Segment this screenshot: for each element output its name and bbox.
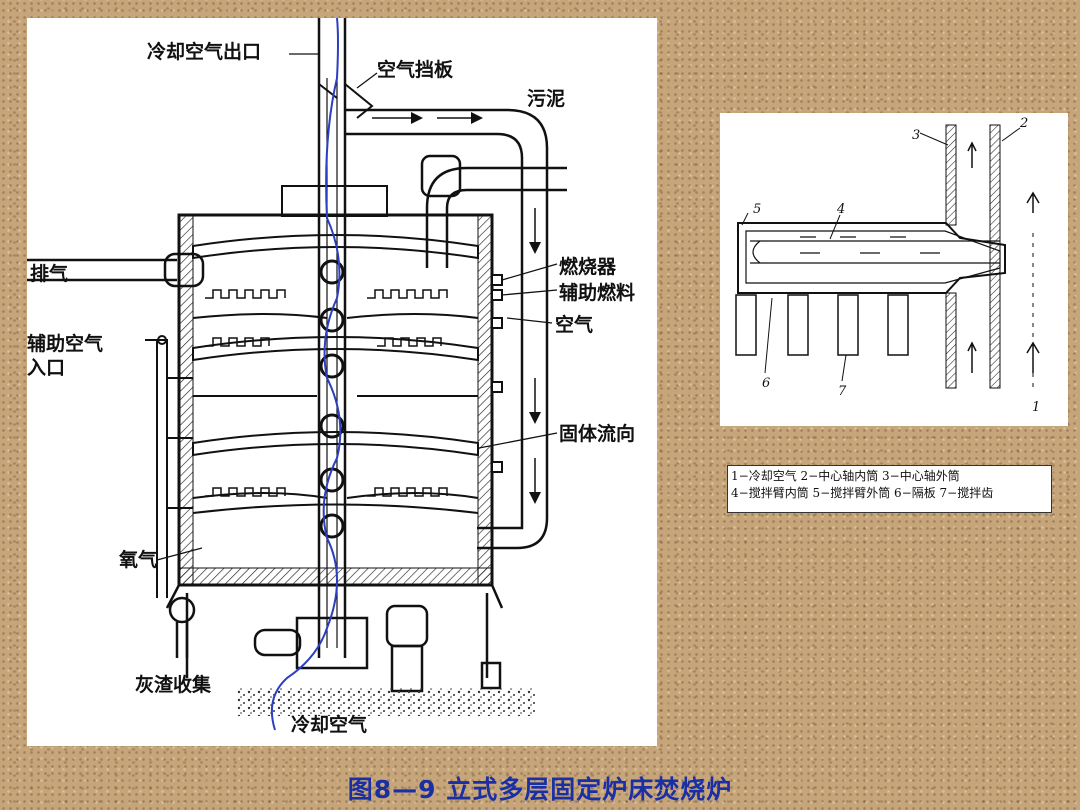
label-aux-air-inlet-line2: 入口 [27, 357, 65, 379]
legend-line-2: 4−搅拌臂内筒 5−搅拌臂外筒 6−隔板 7−搅拌齿 [731, 486, 994, 500]
detail-number-7: 7 [838, 384, 847, 399]
aux-air-piping [145, 335, 193, 598]
rabble-arm-detail-diagram: 1 2 3 4 5 6 7 [735, 116, 1040, 415]
label-aux-fuel: 辅助燃料 [559, 281, 635, 304]
base-structure [165, 584, 504, 693]
label-exhaust: 排气 [30, 262, 68, 285]
figure-caption: 图8—9 立式多层固定炉床焚烧炉 [347, 775, 733, 804]
furnace-shell [177, 185, 494, 587]
cooling-air-flow-line [271, 17, 342, 731]
detail-number-4: 4 [836, 202, 845, 217]
label-sludge: 污泥 [527, 88, 565, 110]
sludge-feed [420, 154, 567, 268]
detail-number-2: 2 [1019, 116, 1028, 131]
furnace-diagram-panel: 冷却空气出口 空气挡板 污泥 排气 燃烧器 辅助燃料 空气 辅助空气 入口 固体… [27, 17, 657, 746]
detail-number-3: 3 [912, 128, 920, 143]
exhaust-duct [27, 252, 205, 288]
label-air: 空气 [555, 313, 593, 336]
label-solid-flow: 固体流向 [559, 422, 635, 445]
burners [491, 274, 503, 473]
label-burner: 燃烧器 [559, 255, 617, 278]
label-cooling-air: 冷却空气 [291, 713, 367, 736]
detail-number-6: 6 [762, 376, 770, 391]
label-air-baffle: 空气挡板 [377, 58, 454, 81]
rabble-teeth [205, 289, 448, 497]
ground [237, 688, 537, 716]
hearth-floors [192, 234, 479, 514]
detail-number-1: 1 [1032, 400, 1040, 415]
leader-lines [156, 53, 558, 561]
rabble-arm-detail-panel: 1 2 3 4 5 6 7 [720, 113, 1068, 426]
label-oxygen: 氧气 [119, 548, 157, 571]
detail-legend: 1−冷却空气 2−中心轴内筒 3−中心轴外筒 4−搅拌臂内筒 5−搅拌臂外筒 6… [727, 465, 1052, 513]
legend-line-1: 1−冷却空气 2−中心轴内筒 3−中心轴外筒 [731, 469, 960, 483]
detail-number-5: 5 [753, 202, 761, 217]
label-ash-collection: 灰渣收集 [135, 673, 212, 696]
furnace-diagram: 冷却空气出口 空气挡板 污泥 排气 燃烧器 辅助燃料 空气 辅助空气 入口 固体… [27, 17, 635, 736]
label-cooling-air-outlet: 冷却空气出口 [147, 40, 261, 63]
label-aux-air-inlet-line1: 辅助空气 [27, 332, 103, 355]
top-duct [345, 108, 549, 550]
